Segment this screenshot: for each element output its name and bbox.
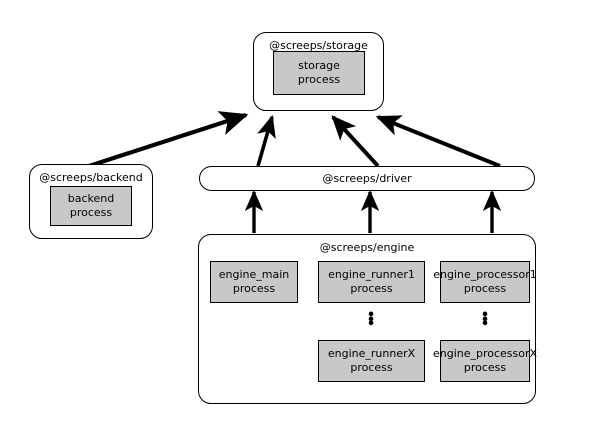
process-engine-processor1-name: engine_processor1 — [433, 268, 537, 281]
ellipsis-dot-3: • — [480, 317, 490, 332]
arrow-driver-to-storage-right — [375, 115, 501, 168]
process-engine-runner1-name: engine_runner1 — [328, 268, 415, 281]
module-backend-label: @screeps/backend — [39, 171, 143, 184]
process-engine-processorx-name: engine_processorX — [432, 347, 538, 360]
process-engine-runnerx-suffix: process — [350, 361, 393, 374]
process-backend-process[interactable]: backend process — [50, 186, 132, 226]
module-driver-label: @screeps/driver — [322, 172, 412, 185]
ellipsis-dot-3: • — [366, 317, 376, 332]
process-engine-processorx-suffix: process — [463, 361, 507, 374]
process-engine-runner1-suffix: process — [350, 282, 393, 295]
module-engine-label: @screeps/engine — [319, 241, 415, 254]
vertical-ellipsis-processor-icon: • • • — [480, 308, 490, 332]
process-storage-suffix: process — [297, 73, 341, 86]
arrow-driver-to-storage-left — [256, 114, 276, 167]
process-engine-runnerx-name: engine_runnerX — [327, 347, 416, 360]
process-engine-processor1[interactable]: engine_processor1 process — [433, 261, 537, 303]
ellipsis-dot-2: • — [480, 312, 490, 328]
module-driver[interactable]: @screeps/driver — [199, 166, 535, 191]
arrow-backend-to-storage — [85, 111, 249, 169]
ellipsis-dot-1: • — [480, 308, 490, 323]
process-engine-runner1[interactable]: engine_runner1 process — [318, 261, 425, 303]
process-engine-main-suffix: process — [232, 282, 276, 295]
arrow-driver-to-storage-mid — [331, 115, 380, 168]
process-engine-runnerx[interactable]: engine_runnerX process — [318, 340, 425, 382]
process-backend-name: backend — [67, 192, 115, 205]
process-engine-main[interactable]: engine_main process — [210, 261, 298, 303]
process-engine-main-name: engine_main — [218, 268, 290, 281]
ellipsis-dot-1: • — [366, 308, 376, 323]
process-engine-processor1-suffix: process — [463, 282, 507, 295]
ellipsis-dot-2: • — [366, 312, 376, 328]
module-storage-label: @screeps/storage — [269, 39, 368, 52]
process-storage-process[interactable]: storage process — [273, 51, 365, 95]
process-backend-suffix: process — [69, 206, 113, 219]
vertical-ellipsis-runner-icon: • • • — [366, 308, 376, 332]
process-storage-name: storage — [298, 59, 340, 72]
process-engine-processorx[interactable]: engine_processorX process — [433, 340, 537, 382]
